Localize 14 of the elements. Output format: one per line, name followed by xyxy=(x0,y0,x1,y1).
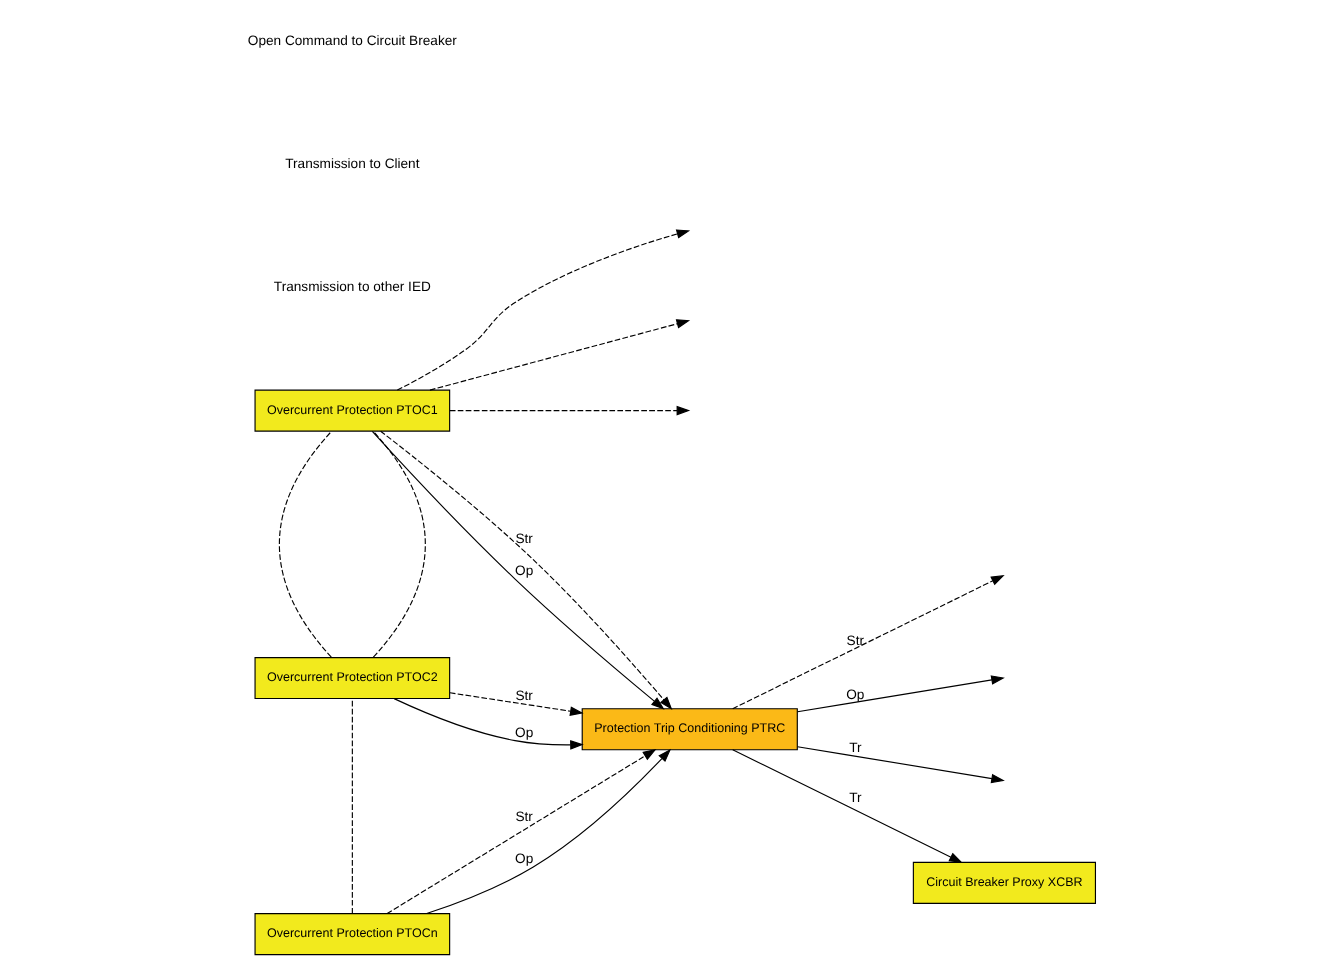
arrow xyxy=(396,229,691,391)
arrow xyxy=(393,698,584,750)
connector xyxy=(351,698,353,915)
arrow xyxy=(426,748,672,915)
arrow xyxy=(449,405,691,416)
arrow xyxy=(796,746,1005,784)
arrow xyxy=(386,748,657,915)
connector xyxy=(278,430,333,658)
arrow xyxy=(449,692,584,716)
arrow xyxy=(732,574,1005,710)
arrow xyxy=(796,675,1005,713)
arrow xyxy=(429,319,691,391)
arrow xyxy=(732,749,963,863)
connector xyxy=(372,430,426,658)
